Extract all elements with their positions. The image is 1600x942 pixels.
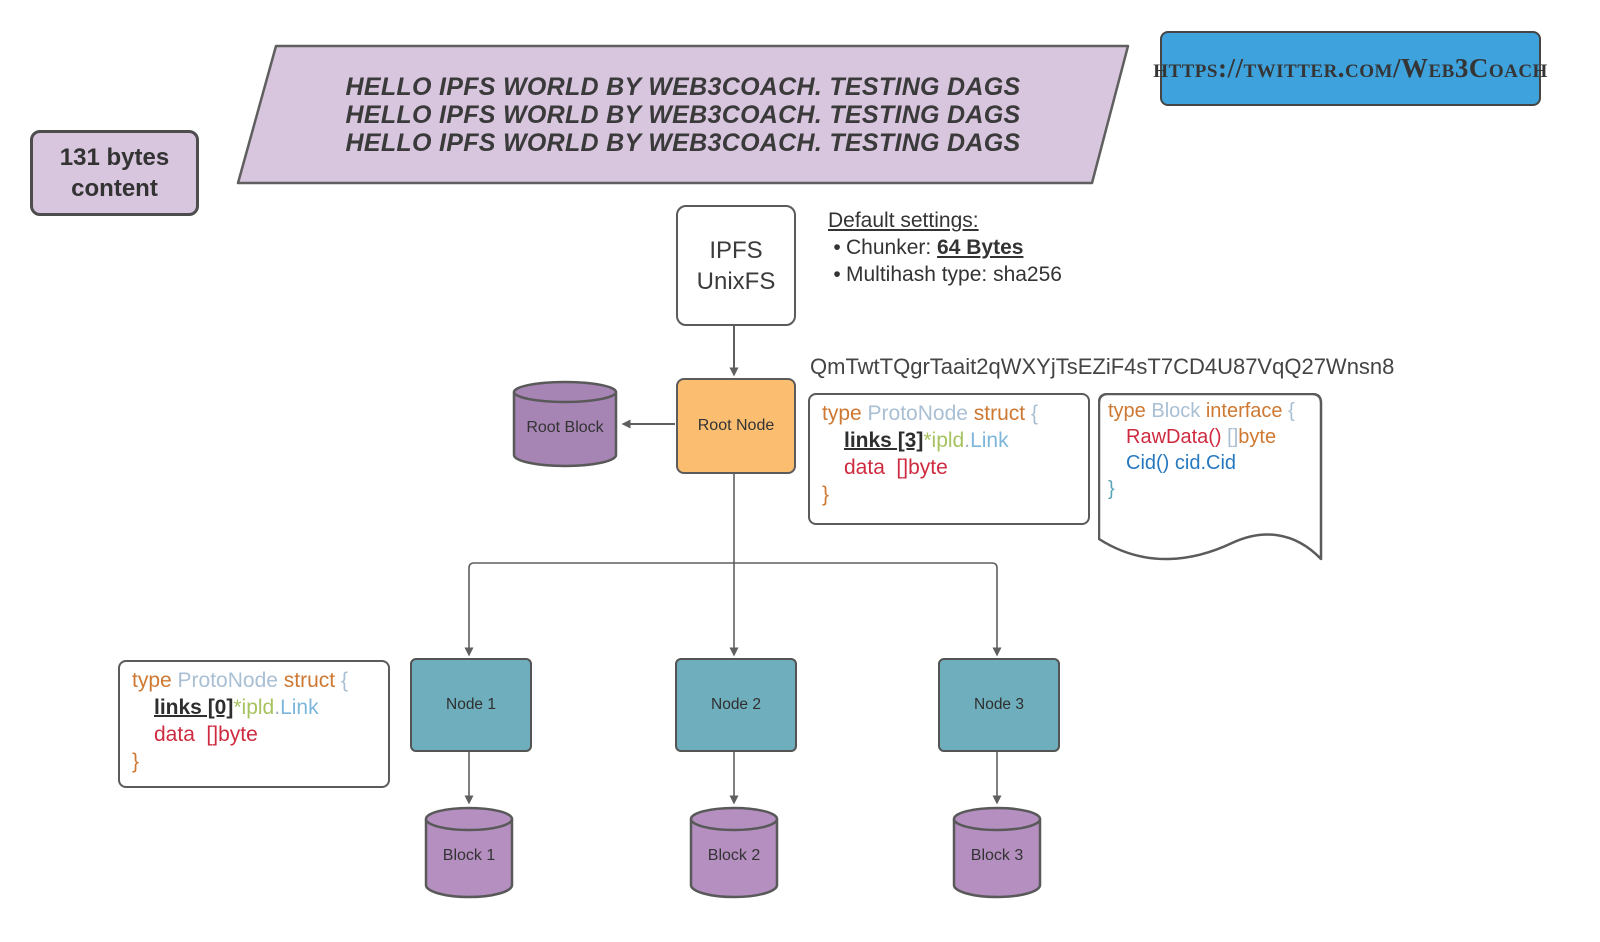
code-line: data []byte [822, 454, 1076, 481]
arrow-branch-node1 [464, 562, 734, 657]
node-1-text: Node 1 [446, 696, 496, 713]
block-1-label: Block 1 [424, 826, 514, 886]
kw-struct: struct [283, 669, 336, 692]
byte-type: []byte [896, 456, 948, 479]
code-line: links [3]*ipld.Link [822, 427, 1076, 454]
root-node-box: Root Node [676, 378, 796, 474]
byte-word: byte [1238, 426, 1277, 448]
code-protonode-leaf: type ProtoNode struct { links [0]*ipld.L… [118, 660, 390, 788]
bullet-icon: • [833, 236, 841, 259]
multihash-text: Multihash type: sha256 [846, 263, 1062, 286]
brackets: [] [1227, 426, 1239, 448]
dot: . [964, 429, 971, 452]
block-2-text: Block 2 [707, 847, 761, 864]
twitter-url: https://twitter.com/Web3Coach [1153, 53, 1548, 83]
node-1-box: Node 1 [410, 658, 532, 752]
struct-name: ProtoNode [867, 402, 968, 425]
fn-rawdata: RawData() [1126, 426, 1222, 448]
kw-struct: struct [973, 402, 1026, 425]
block-1-text: Block 1 [442, 847, 496, 864]
chunker-text: Chunker: 64 Bytes [846, 234, 1023, 261]
block-2-label: Block 2 [689, 826, 779, 886]
code-line: type ProtoNode struct { [132, 667, 376, 694]
link-type: Link [970, 429, 1009, 452]
node-2-box: Node 2 [675, 658, 797, 752]
block-2-cylinder [689, 806, 779, 899]
hello-banner-text: HELLO IPFS WORLD BY WEB3COACH. TESTING D… [234, 44, 1132, 185]
kw-type: type [1108, 400, 1146, 422]
code-protonode-root: type ProtoNode struct { links [3]*ipld.L… [808, 393, 1090, 525]
brace-open: { [340, 669, 348, 692]
default-settings: Default settings: • Chunker: 64 Bytes • … [828, 207, 1128, 288]
bullet-icon: • [833, 263, 841, 286]
iface-name: Block [1151, 400, 1201, 422]
root-cid-text: QmTwtTQgrTaait2qWXYjTsEZiF4sT7CD4U87VqQ2… [810, 354, 1395, 379]
root-block-text: Root Block [526, 419, 604, 436]
node-3-box: Node 3 [938, 658, 1060, 752]
dot: . [274, 696, 281, 719]
block-1-cylinder [424, 806, 514, 899]
bytes-line: 131 bytes [59, 144, 170, 171]
data-field: data [154, 723, 195, 746]
block-3-text: Block 3 [970, 847, 1024, 864]
banner-line-1: HELLO IPFS WORLD BY WEB3COACH. TESTING D… [345, 72, 1021, 101]
struct-name: ProtoNode [177, 669, 278, 692]
bytes-content-badge: 131 bytes content [30, 130, 199, 216]
kw-interface: interface [1205, 400, 1283, 422]
settings-title: Default settings: [828, 209, 979, 232]
node-3-text: Node 3 [974, 696, 1024, 713]
byte-type: []byte [206, 723, 258, 746]
pointer-ipld: *ipld [233, 696, 275, 719]
brace-open: { [1030, 402, 1038, 425]
banner-line-2: HELLO IPFS WORLD BY WEB3COACH. TESTING D… [345, 100, 1021, 129]
code-line: Cid() cid.Cid [1108, 450, 1295, 476]
code-line: type Block interface { [1108, 398, 1295, 424]
code-block-interface-shape [1098, 393, 1323, 561]
code-line: data []byte [132, 721, 376, 748]
hello-banner-shape [236, 44, 1130, 185]
block-3-cylinder [952, 806, 1042, 899]
code-line: } [822, 481, 1076, 508]
code-line: } [1108, 476, 1295, 502]
fn-cid: Cid() cid.Cid [1126, 452, 1237, 474]
code-line: } [132, 748, 376, 775]
code-line: links [0]*ipld.Link [132, 694, 376, 721]
ipfs-label: IPFS [709, 236, 763, 264]
pointer-ipld: *ipld [923, 429, 965, 452]
code-line: type ProtoNode struct { [822, 400, 1076, 427]
ipfs-unixfs-box: IPFS UnixFS [676, 205, 796, 326]
banner-line-3: HELLO IPFS WORLD BY WEB3COACH. TESTING D… [345, 128, 1021, 157]
chunker-label: Chunker: [846, 236, 938, 259]
root-node-text: Root Node [697, 417, 775, 434]
code-line: RawData() []byte [1108, 424, 1295, 450]
data-field: data [844, 456, 885, 479]
chunker-value: 64 Bytes [937, 236, 1024, 259]
arrow-branch-node3 [734, 562, 1002, 657]
brace-close: } [822, 483, 830, 506]
kw-type: type [822, 402, 862, 425]
settings-multihash: • Multihash type: sha256 [828, 261, 1128, 288]
brace-close: } [1108, 478, 1115, 500]
links-field: links [3] [844, 429, 924, 452]
links-field: links [0] [154, 696, 234, 719]
root-block-label: Root Block [512, 398, 618, 458]
brace-close: } [132, 750, 140, 773]
root-block-cylinder [512, 380, 618, 468]
unixfs-label: UnixFS [696, 267, 776, 295]
brace-open: { [1288, 400, 1295, 422]
kw-type: type [132, 669, 172, 692]
link-type: Link [280, 696, 319, 719]
twitter-link-badge: https://twitter.com/Web3Coach [1153, 31, 1547, 106]
content-line: content [71, 175, 158, 202]
code-block-interface: type Block interface { RawData() []byte … [1108, 398, 1295, 502]
node-2-text: Node 2 [711, 696, 761, 713]
block-3-label: Block 3 [952, 826, 1042, 886]
settings-chunker: • Chunker: 64 Bytes [828, 234, 1128, 261]
